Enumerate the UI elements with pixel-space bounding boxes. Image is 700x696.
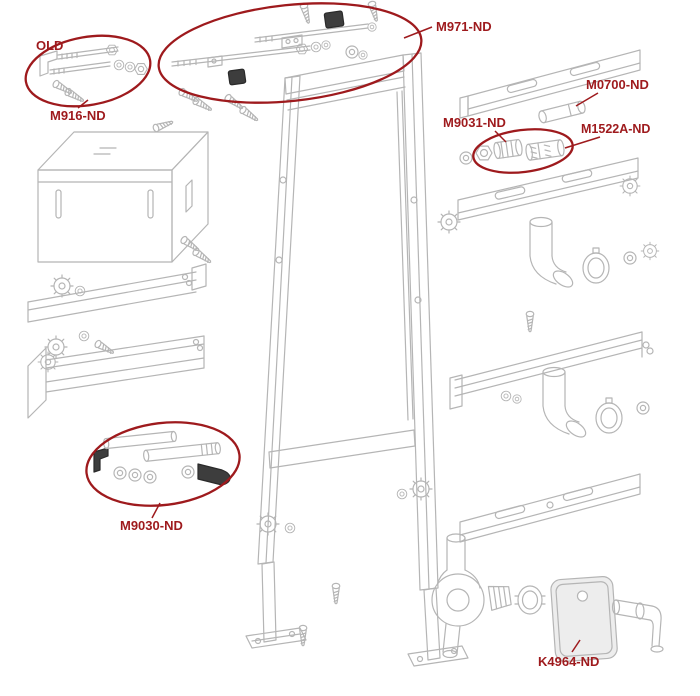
pipe-set-m9030 [93,430,231,486]
callout-line-m1522a [564,136,601,149]
callout-line-m971 [403,26,433,39]
callout-ellipse-m9030 [85,421,241,507]
pipe-clamp-ring [582,247,610,284]
elbow-pipe-lower [500,366,650,438]
callout-ellipse-m916 [24,34,152,108]
callout-line-m0700 [575,92,599,107]
clamp-nut [514,585,546,615]
cover-plate-k4964 [550,576,618,662]
support-rail-left-upper [27,263,207,359]
elbow-pipe-upper [529,216,660,288]
annotation-layer [24,2,601,653]
wall-bracket-top-right [459,49,641,119]
wall-bracket-mid-right [437,157,641,234]
callout-ellipse-m971 [157,2,423,104]
label-old: OLD [36,38,63,53]
spacer-sleeve-m0700 [538,100,586,124]
callout-line-m9031 [494,130,507,143]
fixing-set-m971 [171,0,381,114]
seal-and-adapter-set [459,138,565,165]
mounting-frame [223,52,469,667]
sheet-metal-box [37,117,214,298]
support-rail-left-lower [27,335,205,419]
siphon-assembly [431,533,664,662]
pipe-clamp-ring [595,397,623,434]
label-k4964: K4964-ND [538,654,599,669]
label-m0700: M0700-ND [586,77,649,92]
wall-bracket-lower-right [459,473,641,543]
annotation-labels: OLD M916-ND M971-ND M0700-ND M9031-ND M1… [36,19,650,669]
callout-line-k4964 [571,639,581,653]
outlet-elbow [611,599,664,653]
threaded-adapter-m1522a [525,139,565,161]
callout-line-m9030 [151,502,161,519]
label-m971: M971-ND [436,19,492,34]
ribbed-seal-m9031 [493,138,523,160]
label-m1522a: M1522A-ND [581,122,650,136]
label-m9030: M9030-ND [120,518,183,533]
line-art-layer [27,0,664,667]
adjuster-knob-icon [409,477,433,501]
ribbed-seal [487,585,512,611]
callout-line-m916 [77,99,89,109]
label-m9031: M9031-ND [443,115,506,130]
label-m916: M916-ND [50,108,106,123]
old-fixing-set [39,44,148,105]
support-rail-right [449,310,654,410]
